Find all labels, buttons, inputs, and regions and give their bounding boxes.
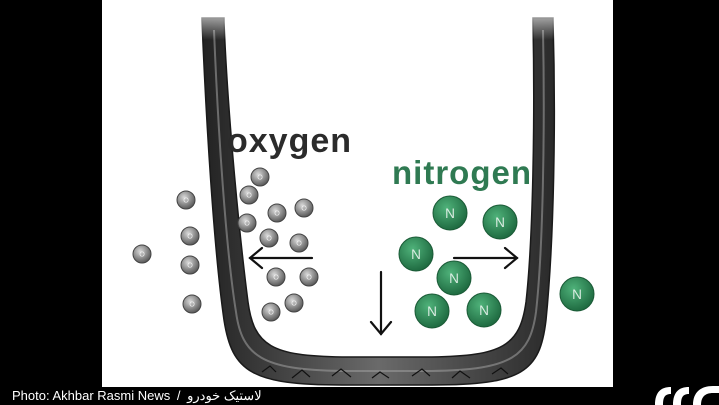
- svg-text:O: O: [291, 299, 297, 308]
- oxygen-molecule: O: [261, 302, 281, 322]
- svg-text:N: N: [427, 304, 437, 319]
- nitrogen-molecule: N: [414, 293, 450, 329]
- oxygen-molecule: O: [259, 228, 279, 248]
- oxygen-molecule: O: [299, 267, 319, 287]
- svg-text:N: N: [411, 247, 421, 262]
- svg-text:O: O: [273, 273, 279, 282]
- svg-text:N: N: [495, 215, 505, 230]
- nitrogen-molecule: N: [432, 195, 468, 231]
- svg-text:O: O: [246, 191, 252, 200]
- oxygen-molecule: O: [266, 267, 286, 287]
- svg-text:O: O: [306, 273, 312, 282]
- caption-separator: /: [176, 388, 181, 403]
- svg-text:O: O: [257, 173, 263, 182]
- svg-text:O: O: [266, 234, 272, 243]
- svg-text:O: O: [183, 196, 189, 205]
- svg-text:O: O: [244, 219, 250, 228]
- oxygen-molecule: O: [239, 185, 259, 205]
- svg-text:O: O: [274, 209, 280, 218]
- oxygen-molecule: O: [182, 294, 202, 314]
- nitrogen-molecule: N: [559, 276, 595, 312]
- oxygen-molecule: O: [289, 233, 309, 253]
- oxygen-molecule: O: [180, 255, 200, 275]
- oxygen-molecule: O: [294, 198, 314, 218]
- oxygen-molecule: O: [284, 293, 304, 313]
- caption-text: Photo: Akhbar Rasmi News: [12, 388, 171, 403]
- oxygen-molecule: O: [180, 226, 200, 246]
- svg-text:N: N: [572, 287, 582, 302]
- nitrogen-molecules: N N N N N N N: [398, 195, 595, 329]
- arrow-down: [369, 270, 393, 336]
- photo-credit-caption: Photo: Akhbar Rasmi News / لاستیک خودرو: [12, 387, 262, 405]
- arrow-left: [248, 246, 314, 270]
- svg-text:O: O: [268, 308, 274, 317]
- svg-text:O: O: [187, 261, 193, 270]
- caption-persian: لاستیک خودرو: [187, 388, 262, 403]
- svg-text:N: N: [445, 206, 455, 221]
- svg-text:O: O: [187, 232, 193, 241]
- arrow-right: [452, 246, 519, 270]
- nitrogen-molecule: N: [466, 292, 502, 328]
- nitrogen-label: nitrogen: [392, 154, 532, 191]
- oxygen-molecule: O: [176, 190, 196, 210]
- oxygen-molecule: O: [250, 167, 270, 187]
- svg-text:O: O: [139, 250, 145, 259]
- svg-text:O: O: [296, 239, 302, 248]
- nitrogen-molecule: N: [398, 236, 434, 272]
- oxygen-molecule: O: [267, 203, 287, 223]
- nitrogen-molecule: N: [482, 204, 518, 240]
- svg-text:O: O: [189, 300, 195, 309]
- svg-text:N: N: [449, 271, 459, 286]
- oxygen-molecule: O: [237, 213, 257, 233]
- broadcaster-logo-icon: [655, 386, 719, 405]
- svg-text:O: O: [301, 204, 307, 213]
- svg-text:N: N: [479, 303, 489, 318]
- oxygen-label: oxygen: [227, 122, 353, 160]
- nitrogen-molecule: N: [436, 260, 472, 296]
- oxygen-molecule: O: [132, 244, 152, 264]
